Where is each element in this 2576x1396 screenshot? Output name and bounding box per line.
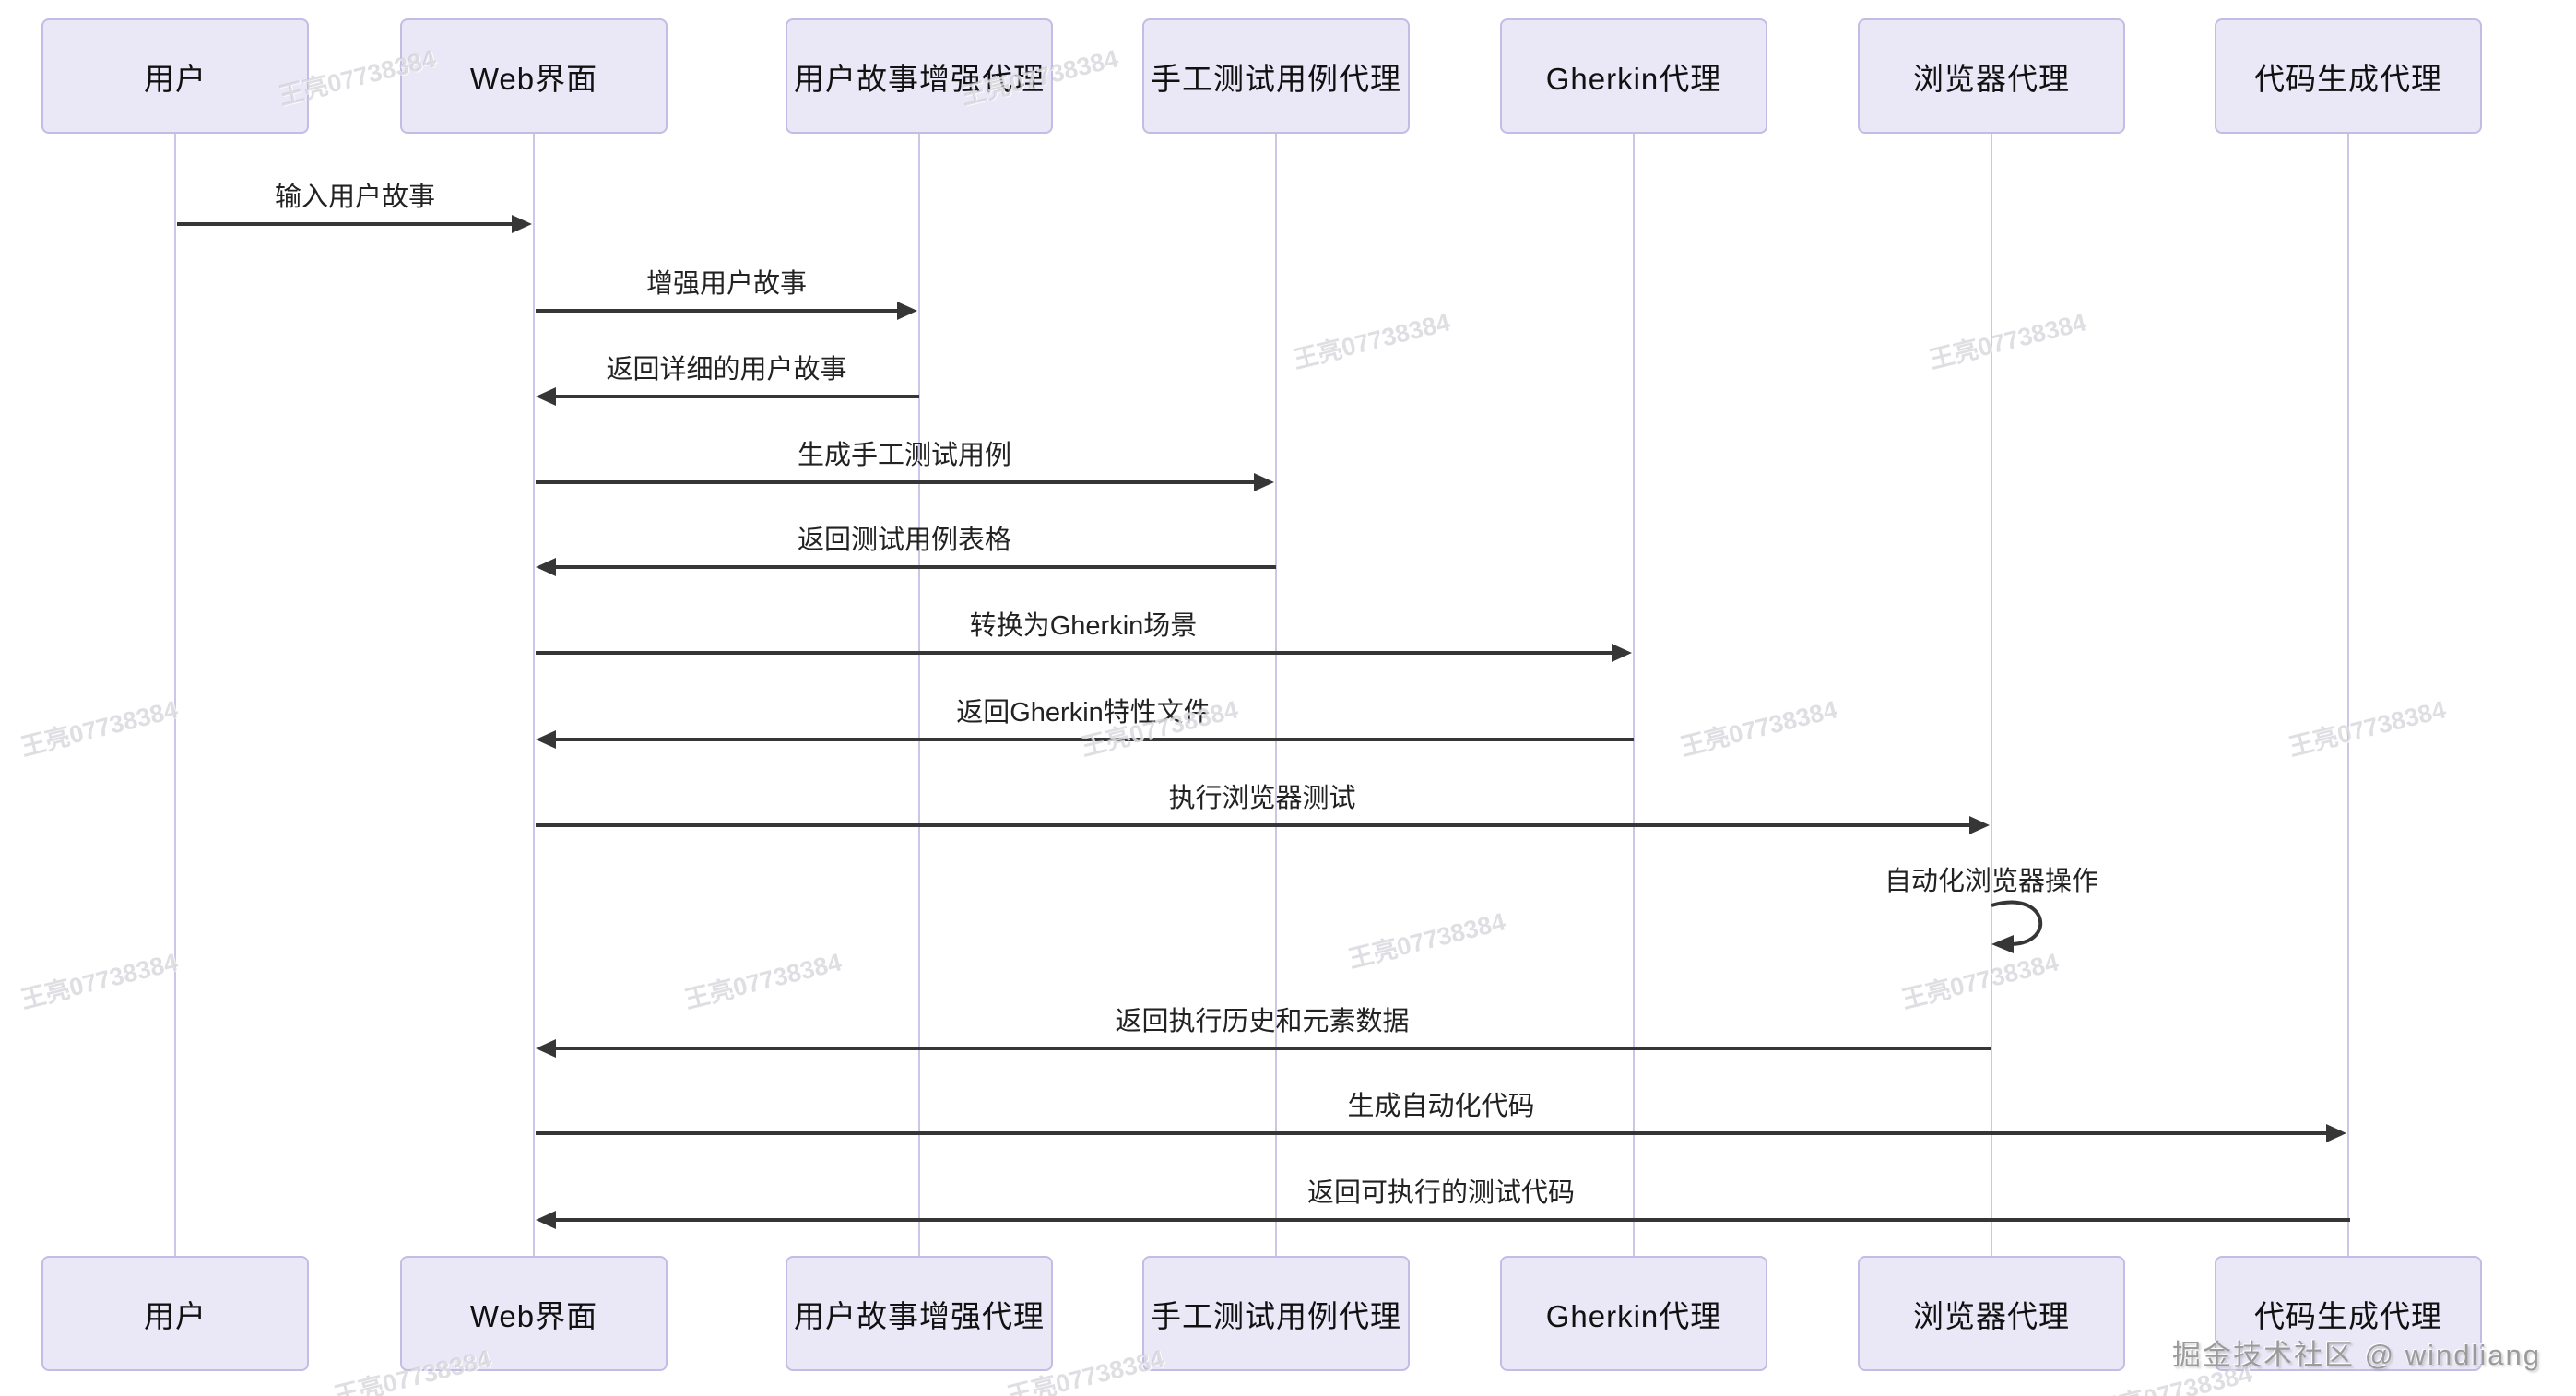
message-arrow xyxy=(536,823,1971,827)
watermark: 王亮07738384 xyxy=(1926,308,2089,374)
actor-label: 用户故事增强代理 xyxy=(794,1298,1045,1333)
arrowhead-right-icon xyxy=(897,302,917,320)
actor-bottom-user: 用户 xyxy=(41,1256,309,1371)
arrowhead-right-icon xyxy=(1969,816,1990,834)
message-label: 生成手工测试用例 xyxy=(797,441,1011,470)
message-arrow xyxy=(556,738,1634,741)
watermark: 王亮07738384 xyxy=(1290,308,1453,374)
watermark: 王亮07738384 xyxy=(18,948,181,1014)
actor-top-story-enhance-agent: 用户故事增强代理 xyxy=(786,18,1053,134)
message-label: 自动化浏览器操作 xyxy=(1884,867,2098,896)
message-label: 返回执行历史和元素数据 xyxy=(1115,1007,1410,1036)
actor-top-user: 用户 xyxy=(41,18,309,134)
actor-label: 浏览器代理 xyxy=(1913,1298,2070,1333)
actor-bottom-browser-agent: 浏览器代理 xyxy=(1858,1256,2125,1371)
watermark: 王亮07738384 xyxy=(2286,695,2449,762)
actor-bottom-web-ui: Web界面 xyxy=(400,1256,668,1371)
message-arrow xyxy=(536,480,1256,484)
arrowhead-left-icon xyxy=(536,387,556,406)
actor-bottom-manual-testcase-agent: 手工测试用例代理 xyxy=(1142,1256,1410,1371)
lifeline-web-ui xyxy=(533,134,535,1256)
lifeline-codegen-agent xyxy=(2347,134,2349,1256)
actor-bottom-story-enhance-agent: 用户故事增强代理 xyxy=(786,1256,1053,1371)
arrowhead-left-icon xyxy=(536,1211,556,1229)
lifeline-browser-agent xyxy=(1991,134,1992,1256)
actor-label: 代码生成代理 xyxy=(2254,1298,2442,1333)
message-label: 转换为Gherkin场景 xyxy=(969,611,1198,641)
actor-label: 用户 xyxy=(144,1298,207,1333)
message-label: 返回详细的用户故事 xyxy=(606,355,847,384)
message-label: 执行浏览器测试 xyxy=(1168,784,1356,813)
message-arrow xyxy=(536,651,1613,655)
arrowhead-right-icon xyxy=(1612,644,1632,662)
message-arrow xyxy=(556,395,919,398)
message-arrow xyxy=(536,309,899,313)
actor-label: Web界面 xyxy=(469,1298,598,1333)
site-credit: 掘金技术社区 @ windliang xyxy=(2172,1339,2541,1371)
actor-label: Gherkin代理 xyxy=(1545,61,1722,96)
arrowhead-left-icon xyxy=(536,730,556,749)
arrowhead-right-icon xyxy=(512,215,532,233)
self-loop-arrow xyxy=(1991,900,2043,953)
message-arrow xyxy=(556,565,1276,569)
actor-top-web-ui: Web界面 xyxy=(400,18,668,134)
message-label: 返回Gherkin特性文件 xyxy=(956,698,1211,728)
lifeline-gherkin-agent xyxy=(1633,134,1635,1256)
message-label: 增强用户故事 xyxy=(645,269,807,299)
arrowhead-right-icon xyxy=(2326,1124,2346,1142)
message-arrow xyxy=(556,1218,2350,1222)
message-label: 返回测试用例表格 xyxy=(797,526,1011,555)
watermark: 王亮07738384 xyxy=(18,695,181,762)
message-label: 输入用户故事 xyxy=(274,183,435,212)
message-arrow xyxy=(536,1131,2328,1135)
lifeline-story-enhance-agent xyxy=(918,134,920,1256)
message-label: 生成自动化代码 xyxy=(1347,1092,1535,1121)
watermark: 王亮07738384 xyxy=(681,948,845,1014)
actor-label: 用户 xyxy=(144,61,207,96)
actor-bottom-codegen-agent: 代码生成代理 xyxy=(2215,1256,2482,1371)
message-label: 返回可执行的测试代码 xyxy=(1306,1178,1575,1208)
message-arrow xyxy=(556,1047,1991,1050)
arrowhead-left-icon xyxy=(536,558,556,576)
actor-label: 浏览器代理 xyxy=(1913,61,2070,96)
arrowhead-right-icon xyxy=(1254,473,1274,491)
message-arrow xyxy=(177,222,514,226)
watermark: 王亮07738384 xyxy=(1677,695,1840,762)
actor-label: 代码生成代理 xyxy=(2254,61,2442,96)
lifeline-user xyxy=(174,134,176,1256)
actor-label: 手工测试用例代理 xyxy=(1151,61,1401,96)
actor-top-manual-testcase-agent: 手工测试用例代理 xyxy=(1142,18,1410,134)
actor-top-gherkin-agent: Gherkin代理 xyxy=(1500,18,1767,134)
lifeline-manual-testcase-agent xyxy=(1275,134,1277,1256)
actor-bottom-gherkin-agent: Gherkin代理 xyxy=(1500,1256,1767,1371)
actor-top-browser-agent: 浏览器代理 xyxy=(1858,18,2125,134)
watermark: 王亮07738384 xyxy=(1345,907,1508,974)
actor-top-codegen-agent: 代码生成代理 xyxy=(2215,18,2482,134)
actor-label: Web界面 xyxy=(469,61,598,96)
actor-label: 用户故事增强代理 xyxy=(794,61,1045,96)
arrowhead-left-icon xyxy=(536,1039,556,1058)
actor-label: 手工测试用例代理 xyxy=(1151,1298,1401,1333)
actor-label: Gherkin代理 xyxy=(1545,1298,1722,1333)
